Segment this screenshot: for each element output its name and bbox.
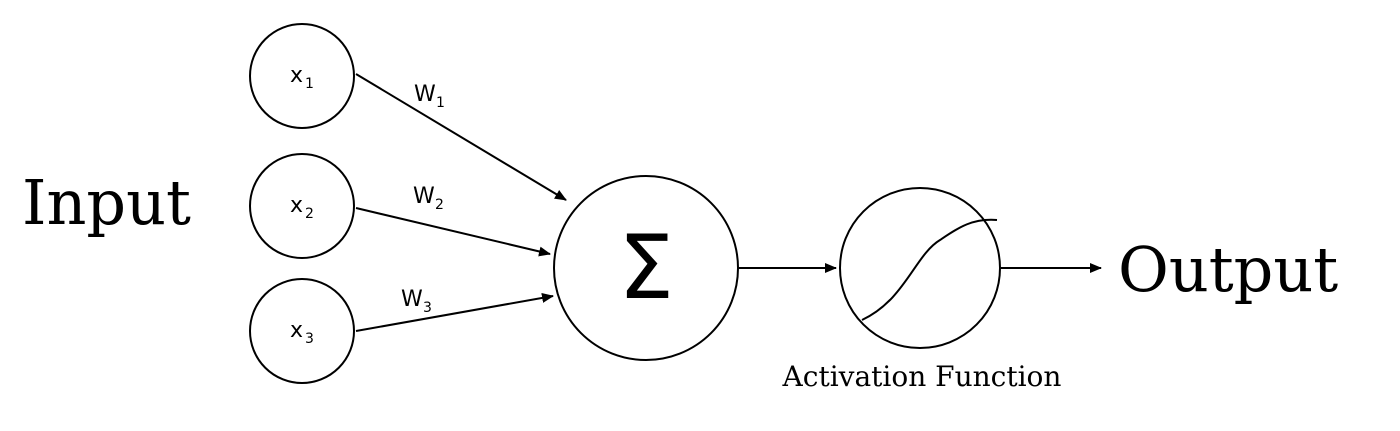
input-node-1: x 1 <box>249 23 355 129</box>
edge-x2-to-sum <box>355 207 551 257</box>
input-label: Input <box>22 166 191 239</box>
activation-function-label: Activation Function <box>782 360 1062 393</box>
input-node-3-sub: 3 <box>305 331 314 347</box>
edge-x3-to-sum <box>355 293 554 332</box>
weight-1-sub: 1 <box>436 95 445 111</box>
input-node-3-var: x <box>290 318 303 343</box>
activation-node <box>839 187 1001 349</box>
input-node-1-var: x <box>290 63 303 88</box>
input-node-2: x 2 <box>249 153 355 259</box>
weight-label-1: W 1 <box>414 82 445 111</box>
input-node-2-var: x <box>290 193 303 218</box>
weight-1-var: W <box>414 82 436 107</box>
sigmoid-curve-icon <box>861 218 998 321</box>
sigma-symbol: Σ <box>618 216 674 319</box>
weight-label-3: W 3 <box>401 287 432 316</box>
input-node-1-sub: 1 <box>305 76 314 92</box>
summation-node: Σ <box>553 175 739 361</box>
weight-2-var: W <box>413 184 435 209</box>
input-node-3: x 3 <box>249 278 355 384</box>
weight-2-sub: 2 <box>435 197 444 213</box>
weight-3-sub: 3 <box>423 300 432 316</box>
weight-label-2: W 2 <box>413 184 444 213</box>
weight-3-var: W <box>401 287 423 312</box>
input-node-2-sub: 2 <box>305 206 314 222</box>
output-label: Output <box>1118 233 1338 306</box>
edge-x1-to-sum <box>355 73 567 201</box>
